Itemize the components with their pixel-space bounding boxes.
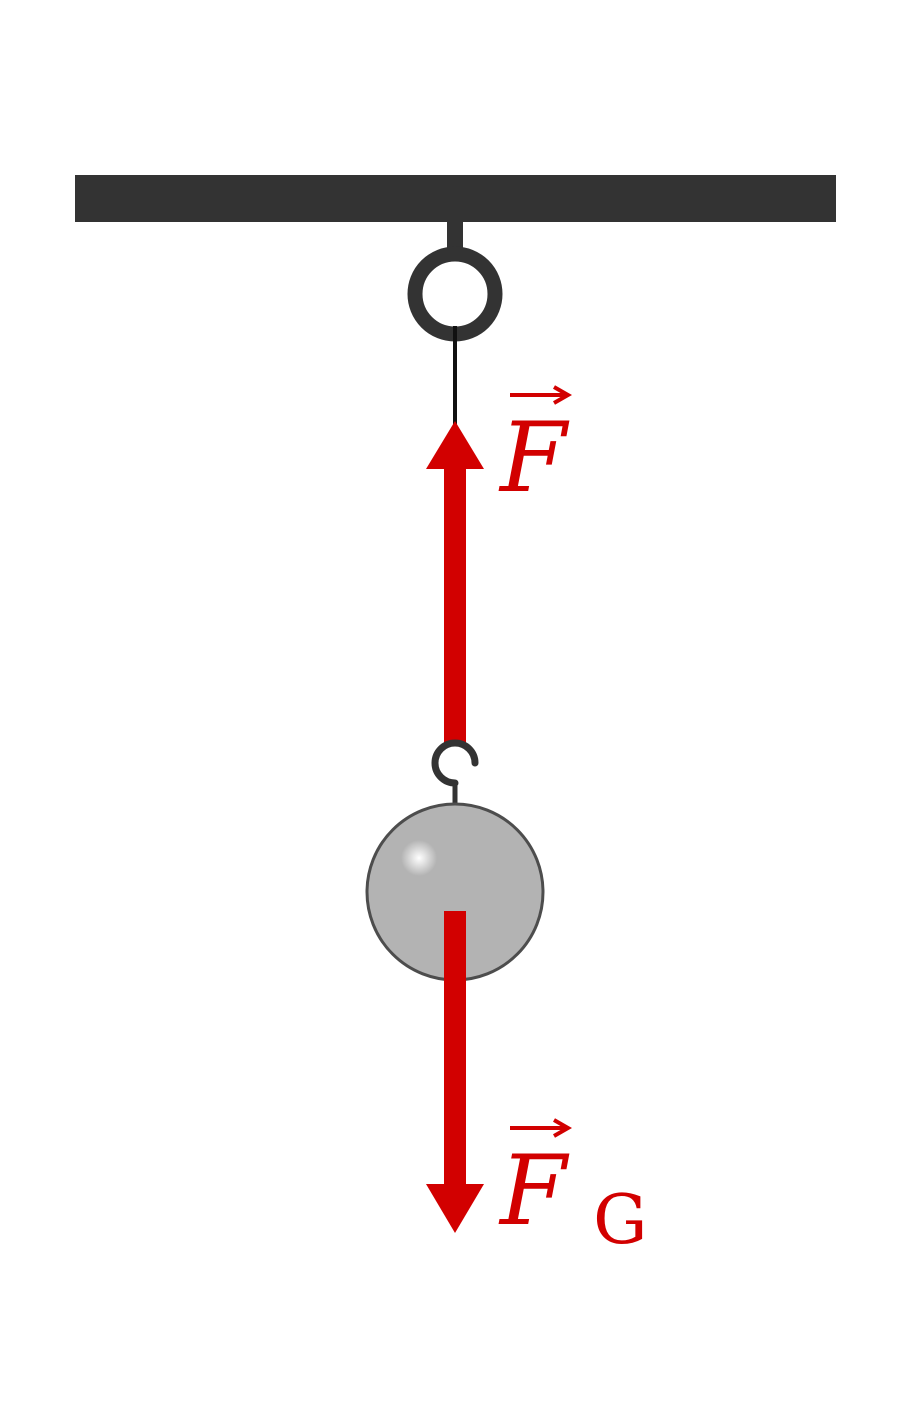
suspension-ring bbox=[407, 246, 503, 342]
gravity-force-label: F G bbox=[500, 1118, 647, 1255]
vector-arrow-icon bbox=[510, 1118, 572, 1138]
mass-hook bbox=[431, 739, 479, 787]
tension-force-arrow bbox=[426, 421, 484, 745]
tension-force-label: F bbox=[500, 385, 572, 522]
tension-arrow-shaft bbox=[444, 465, 466, 745]
ceiling-bar bbox=[75, 175, 836, 222]
ceiling-stem bbox=[447, 220, 463, 250]
gravity-force-arrow bbox=[426, 911, 484, 1233]
gravity-symbol-text: F bbox=[500, 1135, 567, 1247]
gravity-subscript: G bbox=[593, 1181, 648, 1261]
tension-force-symbol: F bbox=[500, 385, 572, 506]
mass-highlight bbox=[401, 840, 437, 876]
gravity-arrow-head bbox=[426, 1184, 484, 1233]
vector-arrow-icon bbox=[510, 385, 572, 405]
tension-arrow-head bbox=[426, 421, 484, 469]
tension-symbol-text: F bbox=[500, 402, 567, 514]
gravity-arrow-shaft bbox=[444, 911, 466, 1188]
gravity-force-symbol: F bbox=[500, 1118, 572, 1239]
